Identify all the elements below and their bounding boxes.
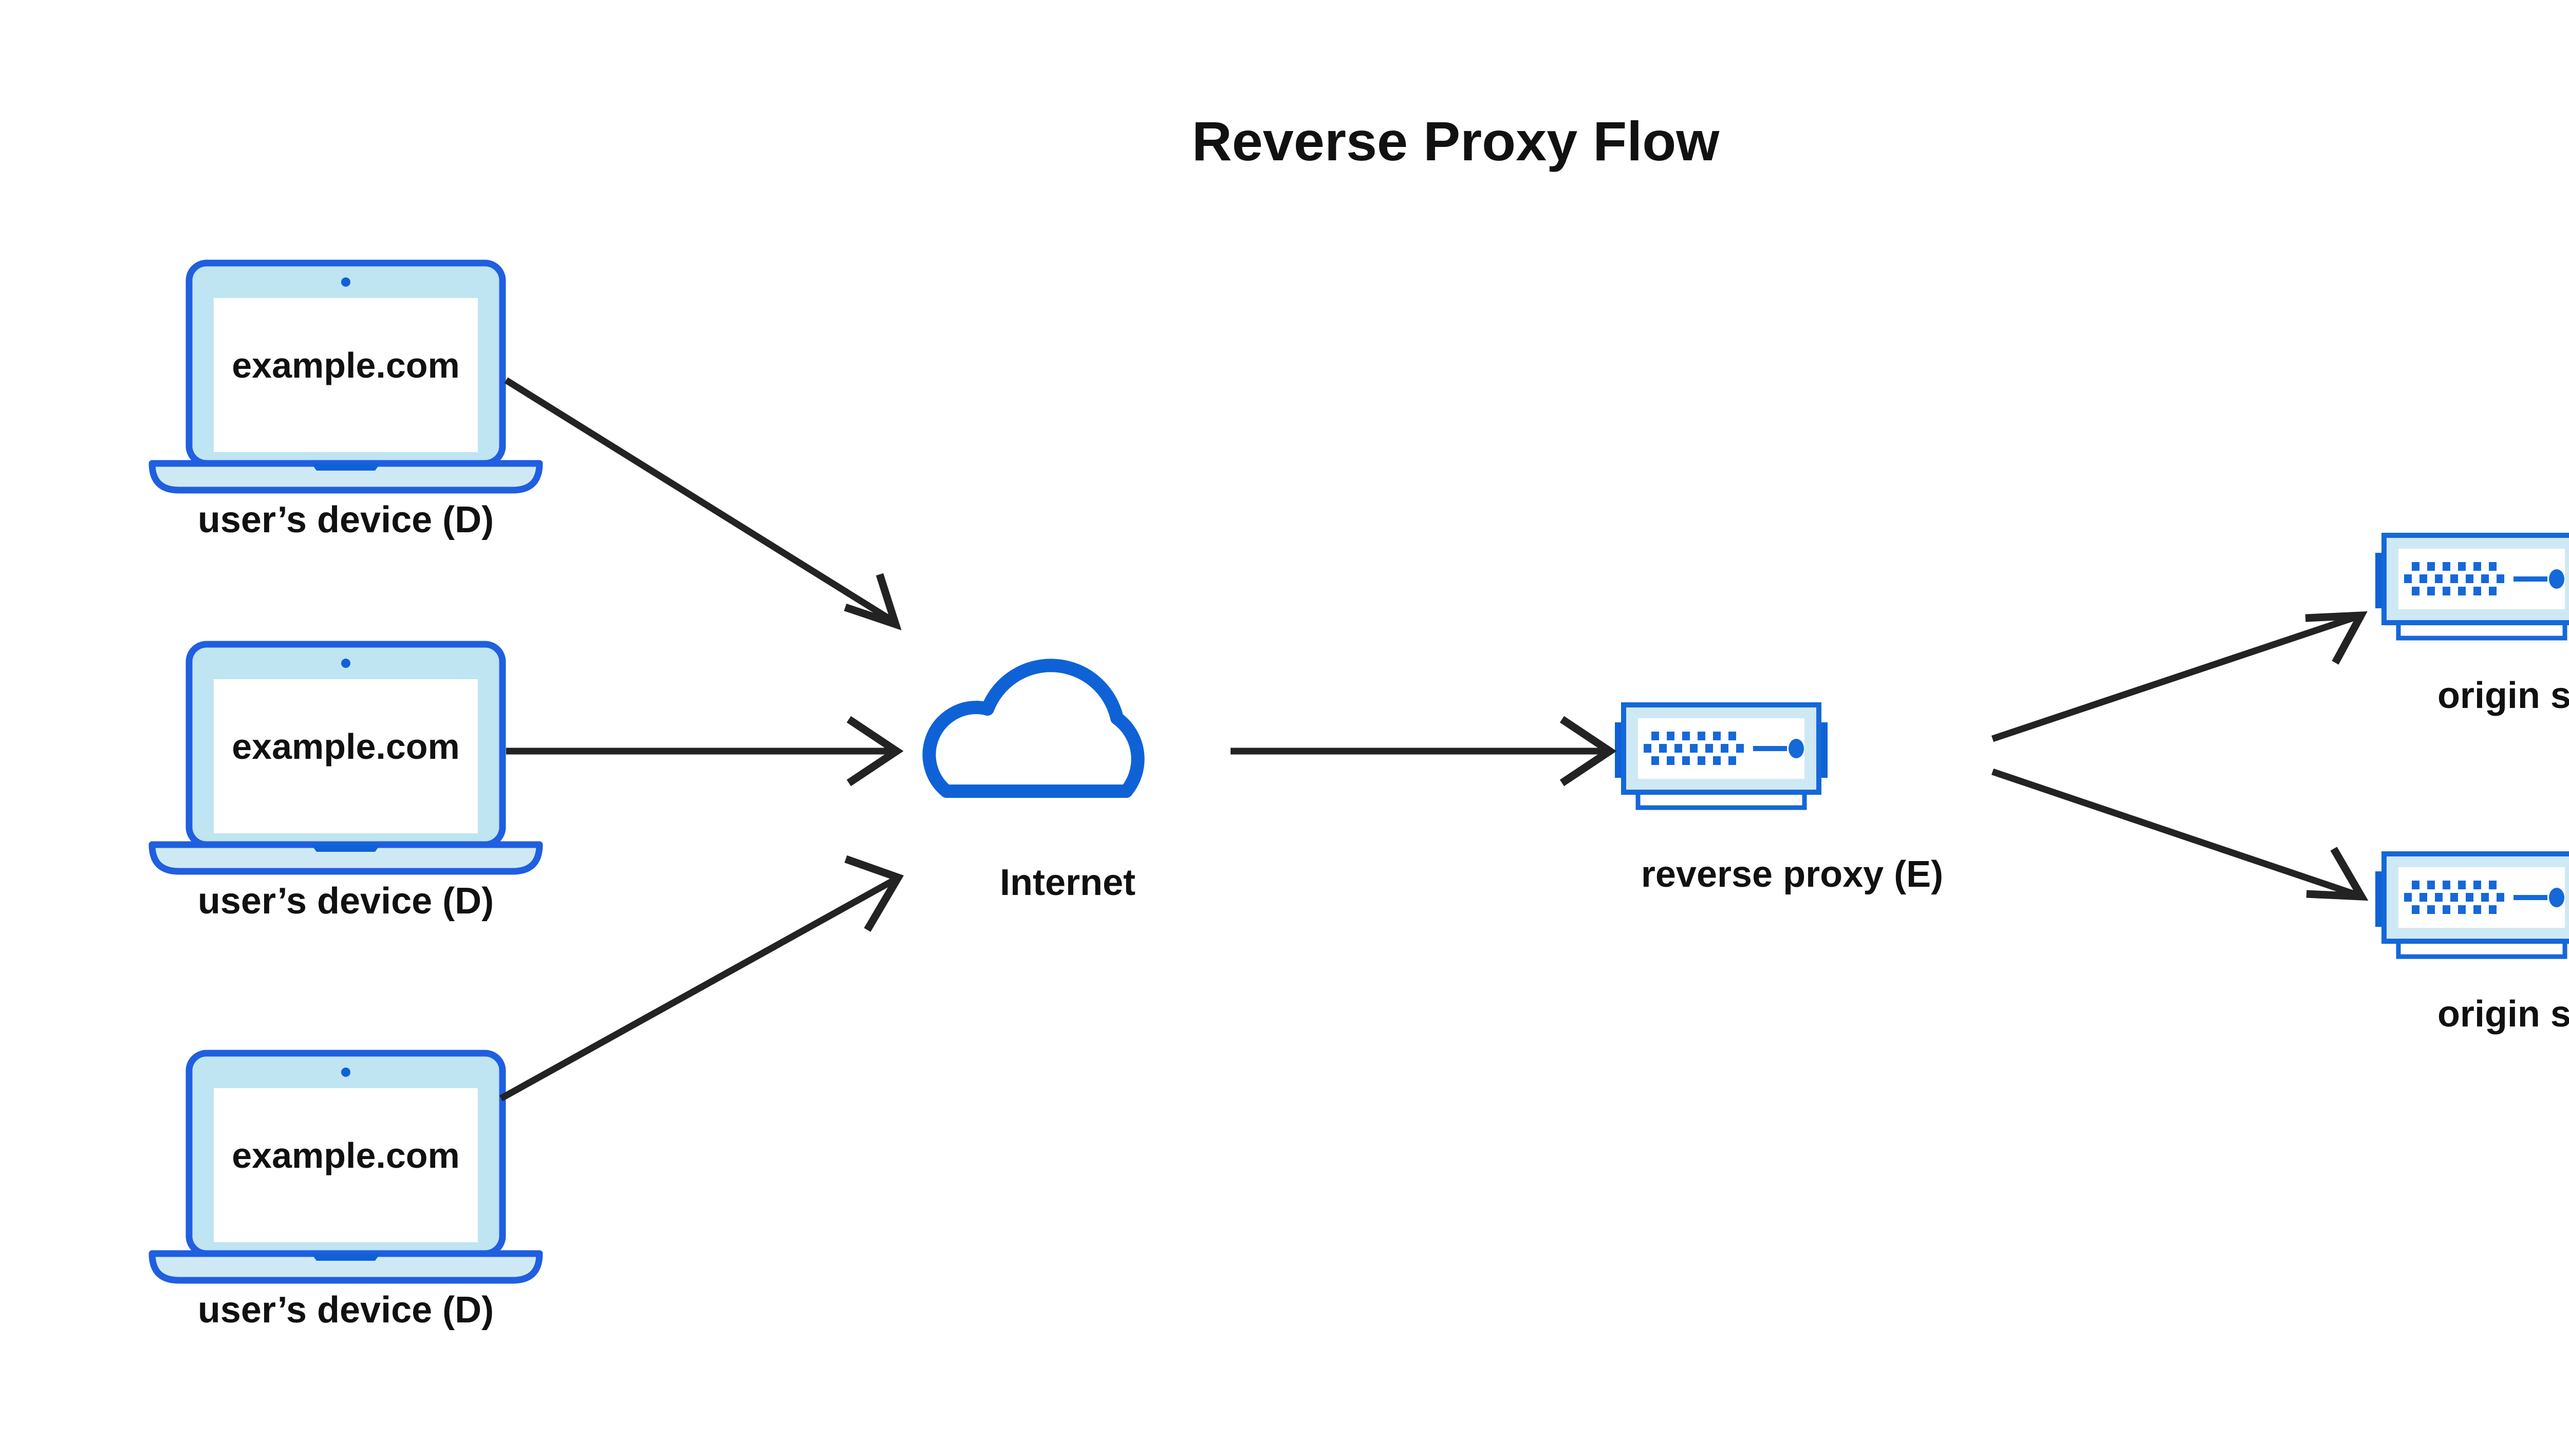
- node-label-user-device: user’s device (D): [198, 881, 494, 922]
- server-icon: [1615, 705, 1828, 808]
- node-label-origin-server: origin server (F): [2437, 675, 2569, 716]
- cloud-icon: [929, 665, 1138, 791]
- edge-proxy-to-origin1: [1991, 611, 2368, 742]
- edge-proxy-to-origin2: [1991, 768, 2369, 901]
- node-label-internet: Internet: [1000, 862, 1135, 903]
- node-label-user-device: user’s device (D): [198, 499, 494, 540]
- node-label-reverse-proxy: reverse proxy (E): [1641, 854, 1943, 895]
- edge-client1-to-internet: [504, 377, 902, 630]
- server-icon: [2375, 854, 2569, 957]
- laptop-screen-text: example.com: [232, 345, 460, 385]
- laptop-screen-text: example.com: [232, 1135, 460, 1175]
- edge-client2-to-internet: [506, 716, 904, 787]
- node-label-user-device: user’s device (D): [198, 1290, 494, 1331]
- edge-internet-to-proxy: [1231, 716, 1617, 787]
- page-title: Reverse Proxy Flow: [1192, 110, 1720, 172]
- node-label-origin-server: origin server (F): [2437, 994, 2569, 1035]
- edge-client3-to-internet: [499, 855, 904, 1102]
- laptop-screen-text: example.com: [232, 726, 460, 767]
- server-icon: [2375, 535, 2569, 638]
